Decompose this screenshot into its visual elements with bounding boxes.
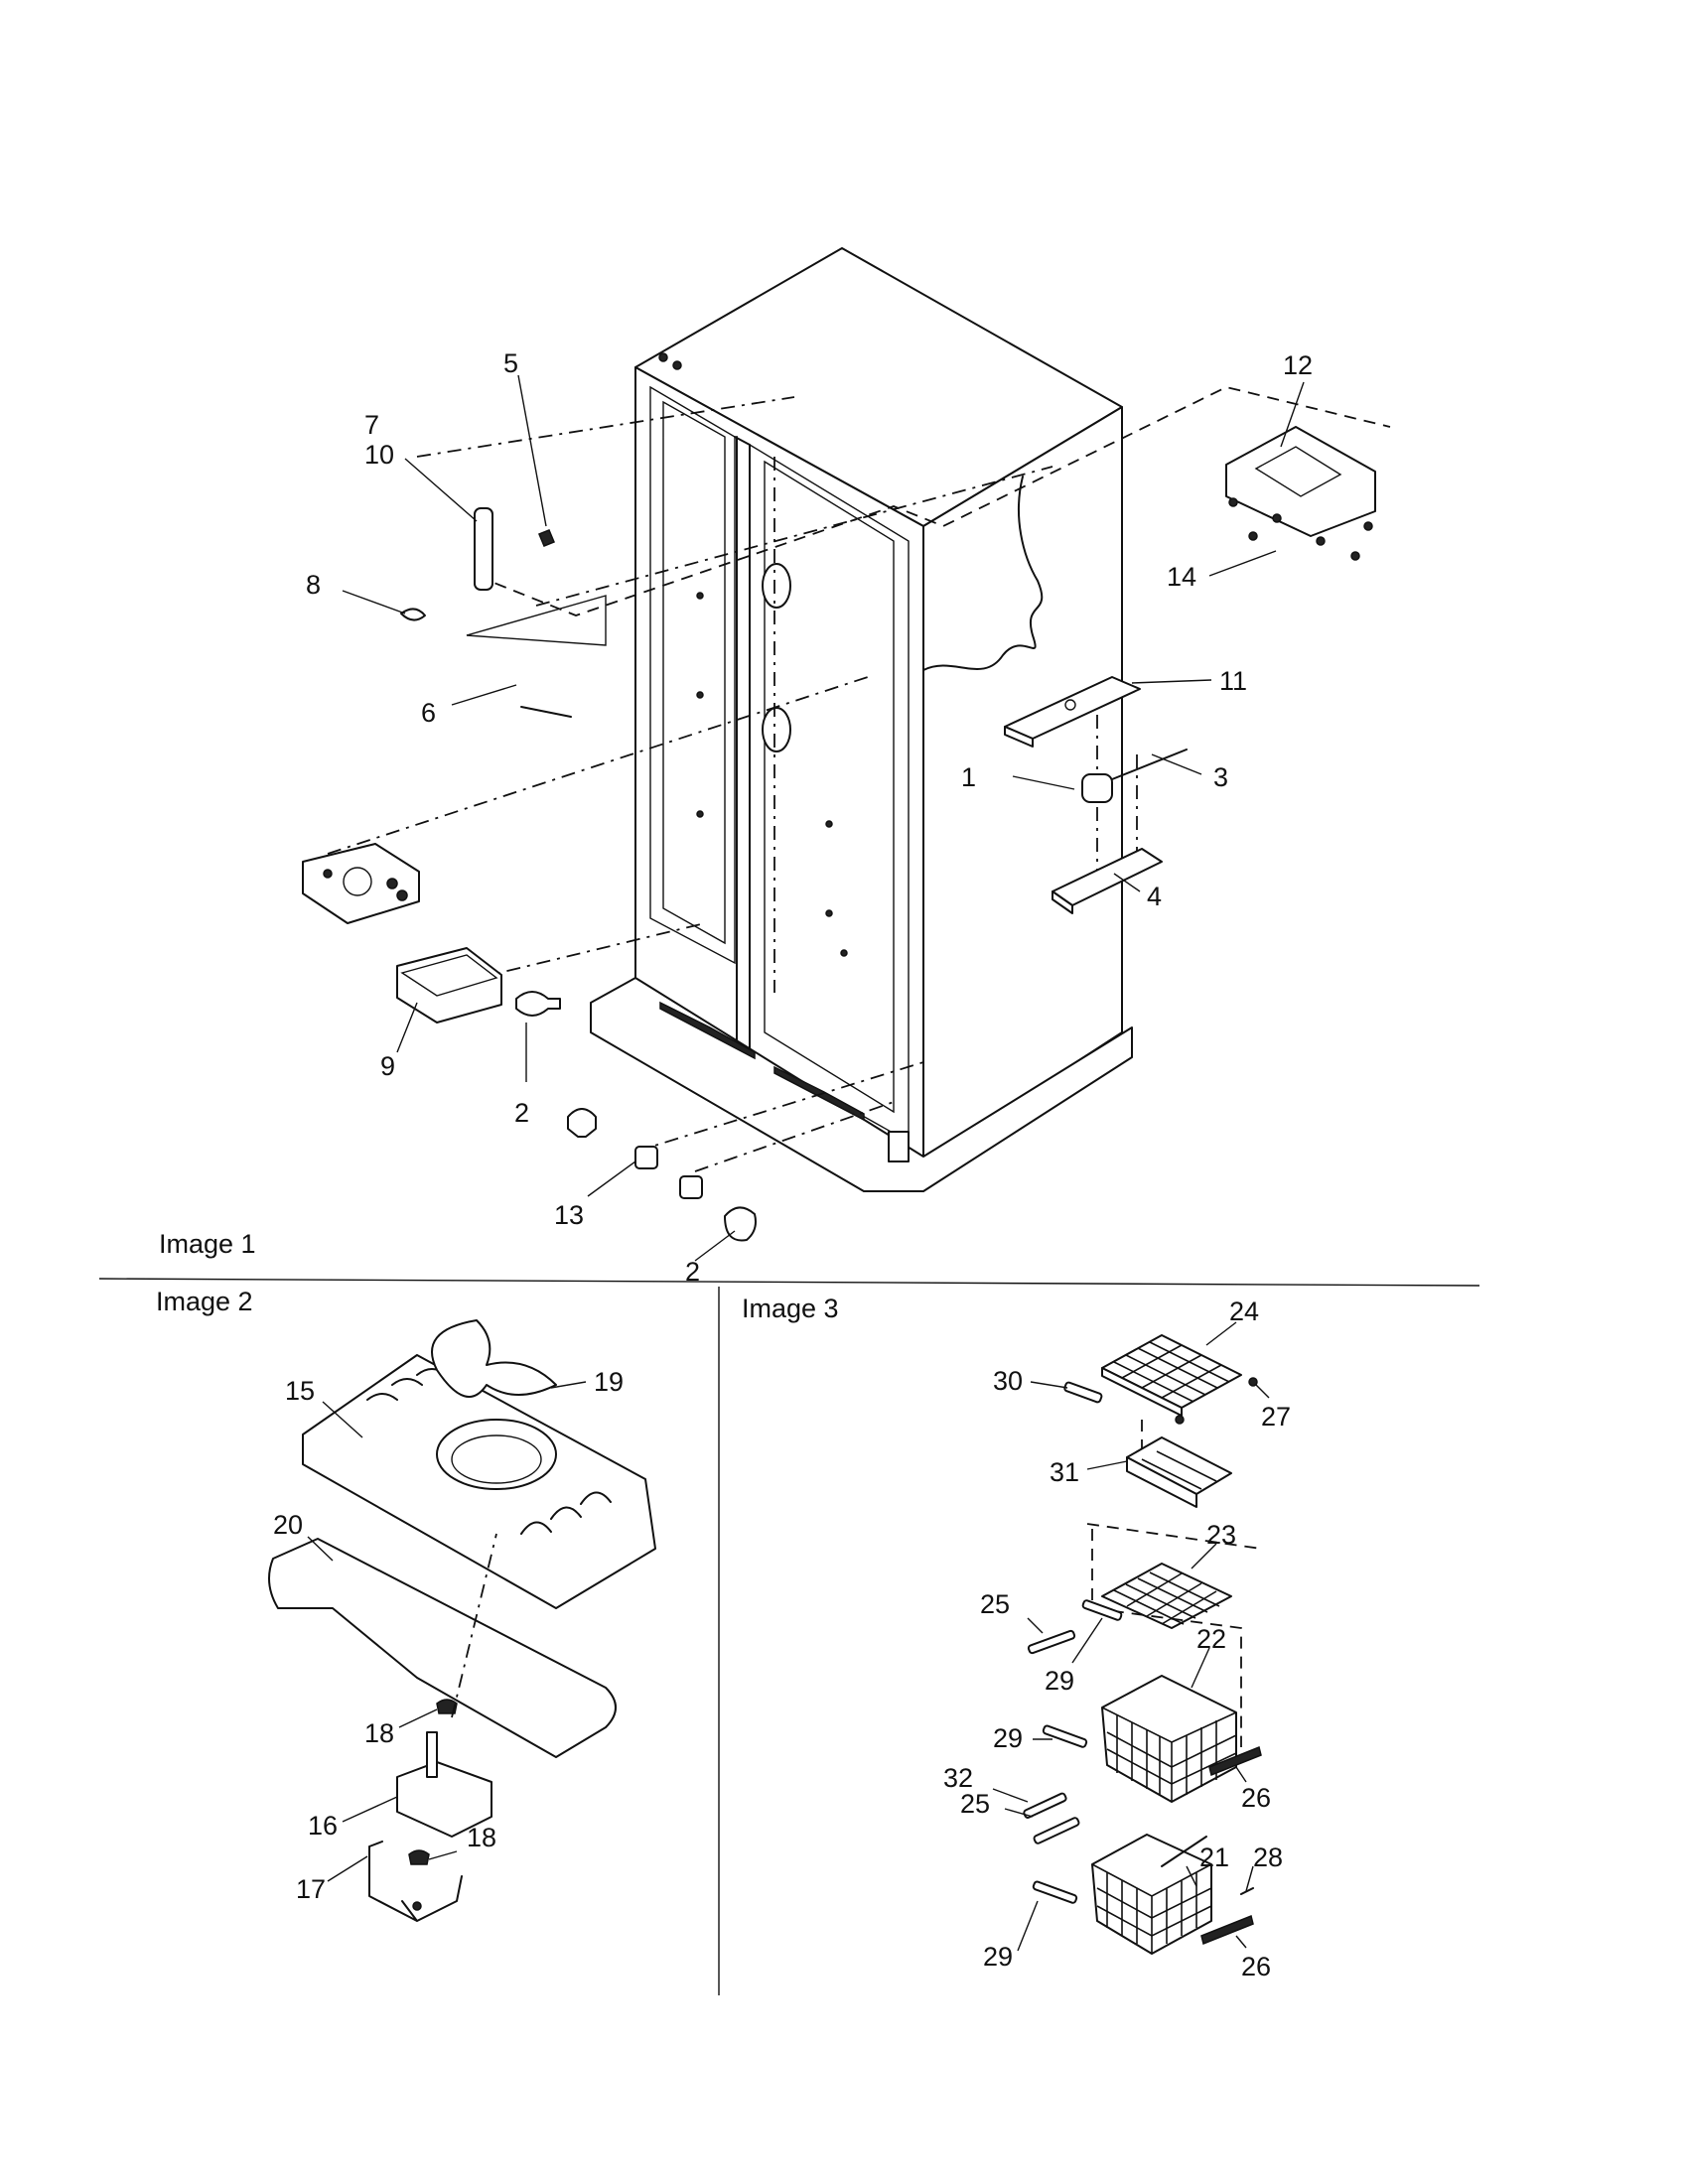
callout-4: 4 (1147, 882, 1162, 911)
top-plate-12 (1225, 426, 1376, 537)
callout-2a: 2 (514, 1098, 529, 1128)
callout-29b: 29 (993, 1723, 1023, 1753)
channel-4 (1052, 848, 1163, 914)
callout-21: 21 (1199, 1843, 1229, 1872)
bracket-11 (1004, 676, 1141, 748)
callout-27: 27 (1261, 1402, 1291, 1432)
callout-2b: 2 (685, 1257, 700, 1287)
callout-22: 22 (1196, 1624, 1226, 1654)
image1-callouts: 1 2 2 3 4 5 6 7 8 9 10 11 12 13 14 (306, 348, 1313, 1287)
image2-fan-assembly: 15 16 17 18 18 19 20 (268, 1319, 656, 1922)
basket-22 (1101, 1675, 1237, 1803)
callout-26a: 26 (1241, 1783, 1271, 1813)
callout-7: 7 (364, 410, 379, 440)
callout-29c: 29 (983, 1942, 1013, 1972)
callout-19: 19 (594, 1367, 624, 1397)
callout-17: 17 (296, 1874, 326, 1904)
callout-30: 30 (993, 1366, 1023, 1396)
callout-28: 28 (1253, 1843, 1283, 1872)
callout-24: 24 (1229, 1297, 1259, 1326)
image3-shelves: 21 22 23 24 25 25 26 26 27 28 29 29 29 3… (943, 1297, 1291, 1981)
callout-5: 5 (503, 348, 518, 378)
pan-31 (1126, 1436, 1232, 1508)
callout-11: 11 (1219, 666, 1247, 696)
shelf-24 (1101, 1334, 1242, 1417)
callout-26b: 26 (1241, 1952, 1271, 1981)
control-module (302, 843, 420, 924)
divider-horizontal (98, 1278, 1480, 1287)
callout-8: 8 (306, 570, 321, 600)
callout-20: 20 (273, 1510, 303, 1540)
callout-16: 16 (308, 1811, 338, 1841)
callout-32: 32 (943, 1763, 973, 1793)
callout-3: 3 (1213, 762, 1228, 792)
callout-13: 13 (554, 1200, 584, 1230)
callout-25a: 25 (980, 1589, 1010, 1619)
callout-12: 12 (1283, 350, 1313, 380)
section-label-image1: Image 1 (159, 1229, 256, 1259)
callout-14: 14 (1167, 562, 1196, 592)
basket-21 (1091, 1834, 1212, 1955)
callout-1: 1 (961, 762, 976, 792)
shelf-23 (1101, 1563, 1232, 1629)
callout-25b: 25 (960, 1789, 990, 1819)
section-label-image3: Image 3 (742, 1294, 839, 1323)
image1-cabinet (302, 247, 1391, 1242)
callout-29a: 29 (1045, 1666, 1074, 1696)
callout-23: 23 (1206, 1520, 1236, 1550)
callout-10: 10 (364, 440, 394, 470)
callout-15: 15 (285, 1376, 315, 1406)
callout-18a: 18 (364, 1718, 394, 1748)
callout-31: 31 (1050, 1457, 1079, 1487)
light-cover (396, 947, 502, 1024)
callout-9: 9 (380, 1051, 395, 1081)
section-label-image2: Image 2 (156, 1287, 253, 1316)
callout-18b: 18 (467, 1823, 496, 1852)
callout-6: 6 (421, 698, 436, 728)
